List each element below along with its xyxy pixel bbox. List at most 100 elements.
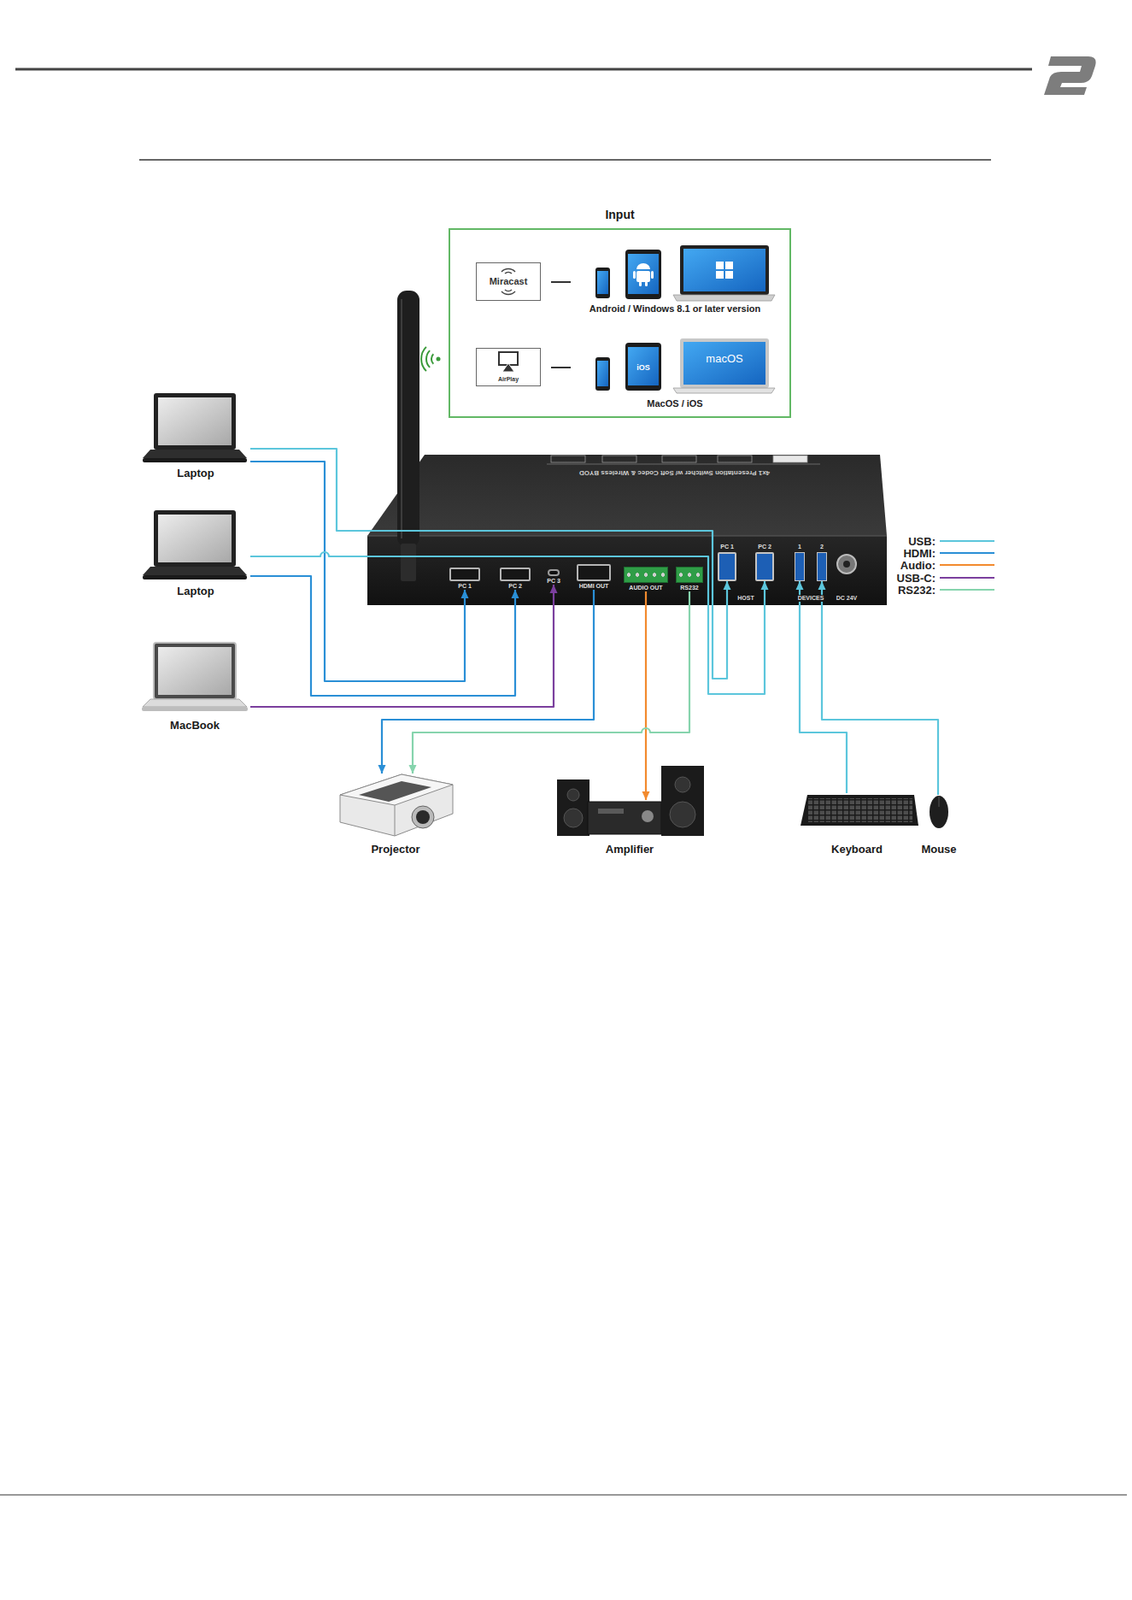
laptop-picture <box>142 510 247 580</box>
device-picture-node: Projector <box>336 773 455 856</box>
projector-picture <box>394 804 396 836</box>
legend-line-sample <box>939 540 995 590</box>
amplifier-picture <box>598 808 624 814</box>
input-device-icons <box>597 270 609 294</box>
input-device-icons <box>625 249 662 300</box>
port-label: AUDIO OUT <box>628 584 663 592</box>
port-label: PC 1 <box>720 543 734 551</box>
amplifier-picture <box>557 765 704 836</box>
port-label: PC 1 <box>457 582 472 590</box>
mouse-picture <box>929 795 949 828</box>
input-device-icons <box>636 270 651 282</box>
device-caption: Mouse <box>920 842 957 856</box>
legend-line-sample <box>939 539 995 542</box>
input-device-icons <box>683 248 766 292</box>
wifi-signal <box>421 346 440 371</box>
footer-rule <box>0 1494 1127 1496</box>
arrowhead <box>796 580 804 590</box>
port-node: HDMI OUT <box>574 563 614 590</box>
input-device-icons <box>625 342 662 391</box>
input-device-icons <box>725 270 734 279</box>
switcher-housing <box>662 455 697 463</box>
header-rule <box>15 69 1033 71</box>
input-device-icons <box>551 245 775 393</box>
amplifier-picture <box>661 765 704 836</box>
wifi-signal <box>436 357 441 362</box>
cable-line <box>250 575 516 696</box>
cable-connector <box>250 584 558 707</box>
usba-port <box>816 551 828 581</box>
input-device-icons <box>715 270 724 279</box>
cable-connector <box>818 580 939 795</box>
input-device-icons <box>715 261 724 270</box>
port-node: PC 2 <box>497 567 534 590</box>
miracast-logo-box: Miracast <box>475 262 541 301</box>
device-picture-node: MacBook <box>139 640 251 732</box>
projector-picture <box>340 774 453 836</box>
legend-text: RS232: <box>897 583 936 597</box>
miracast-waves <box>501 269 516 272</box>
port-label: 1 <box>797 543 802 551</box>
switcher-housing <box>546 463 821 465</box>
input-device-icons <box>551 366 571 369</box>
cable-connector <box>409 591 691 774</box>
cable-connector <box>250 448 732 679</box>
amplifier-picture <box>587 801 662 834</box>
port-label: RS232 <box>680 584 698 592</box>
port-node: PC 2 <box>753 543 776 581</box>
device-caption: MacOS / iOS <box>646 398 703 410</box>
usbc-port <box>547 568 560 576</box>
cable-line <box>250 584 554 707</box>
port-label: PC 3 <box>546 577 561 585</box>
cable-connector <box>250 461 470 681</box>
switcher-housing <box>367 535 887 605</box>
housing-print: 4x1 Presentation Switcher w/ Soft Codec … <box>579 469 770 477</box>
switcher-housing <box>843 560 851 568</box>
input-device-icons <box>680 245 769 295</box>
device-caption: Android / Windows 8.1 or later version <box>589 303 761 315</box>
macbook-picture <box>158 646 232 695</box>
projector-picture <box>411 805 435 828</box>
switcher-housing <box>602 455 637 463</box>
device-caption: Amplifier <box>605 842 654 856</box>
port-node: PC 3 <box>543 568 564 585</box>
amplifier-picture <box>641 809 654 822</box>
arrowhead <box>723 580 732 590</box>
device-caption: Laptop <box>176 584 214 598</box>
amplifier-picture <box>567 788 580 801</box>
device-picture-node: Keyboard <box>798 792 915 856</box>
term-port <box>675 566 704 583</box>
amplifier-picture <box>563 808 583 828</box>
port-node: 2 <box>815 543 828 581</box>
amplifier-picture <box>669 801 696 828</box>
input-device-icons <box>673 294 775 301</box>
screen-text: iOS <box>636 363 651 372</box>
keyboard-picture <box>800 794 919 826</box>
airplay-icon <box>502 363 515 372</box>
usbb-port <box>717 551 737 581</box>
laptop-picture <box>142 392 247 580</box>
mouse-picture <box>929 795 949 828</box>
cable-line <box>412 591 690 774</box>
port-node: AUDIO OUT <box>621 566 670 592</box>
macbook-picture <box>141 706 248 711</box>
arrowhead <box>761 580 769 590</box>
input-device-icons <box>673 387 775 393</box>
cable-line <box>799 580 847 793</box>
switcher-housing <box>551 455 586 463</box>
cable-line <box>250 461 465 681</box>
arrowhead <box>378 764 387 774</box>
input-device-icons <box>645 281 648 287</box>
switcher-housing <box>717 455 752 463</box>
logo-name: Miracast <box>489 275 528 288</box>
device-caption: MacBook <box>170 718 220 732</box>
device-picture-node: Amplifier <box>553 799 706 856</box>
section-rule <box>139 159 992 161</box>
miracast-waves <box>501 291 516 294</box>
port-group-label: HOST <box>737 594 754 602</box>
switcher-housing <box>367 535 887 537</box>
input-device-icons <box>627 253 659 294</box>
antenna <box>397 290 420 547</box>
cable-line <box>250 551 765 694</box>
